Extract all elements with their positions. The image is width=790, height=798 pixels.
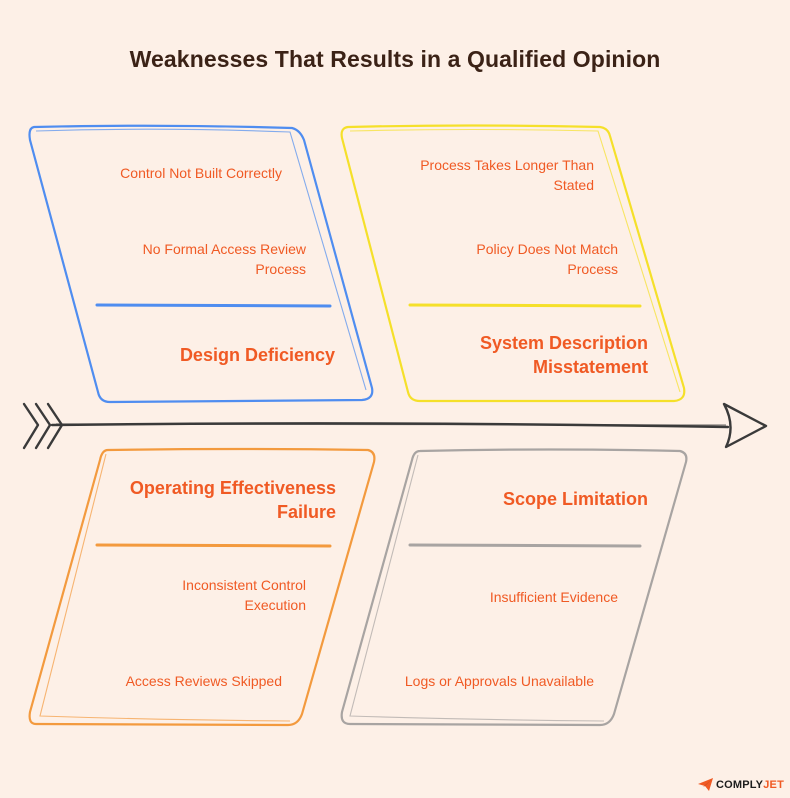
paper-plane-icon [697,778,713,791]
operating-cause-1: Inconsistent Control Execution [182,577,306,613]
tail-chevron-2 [34,402,52,450]
scope-heading: Scope Limitation [502,489,648,509]
operating-heading: Operating Effectiveness Failure [129,478,336,522]
scope-cause-2: Logs or Approvals Unavailable [404,673,594,689]
scope-divider [408,543,642,548]
operating-effectiveness-box [28,447,376,727]
system-divider [408,303,642,308]
scope-limitation-box [340,448,688,727]
operating-divider [95,543,332,548]
scope-cause-1: Insufficient Evidence [489,589,618,605]
system-heading: System Description Misstatement [479,333,648,377]
design-cause-1: Control Not Built Correctly [120,165,282,181]
system-cause-2: Policy Does Not Match Process [476,241,618,277]
logo-text-jet: JET [763,778,784,791]
design-cause-2: No Formal Access Review Process [142,241,306,277]
design-deficiency-box [28,124,374,404]
design-heading: Design Deficiency [179,345,335,365]
tail-chevron-3 [46,402,64,450]
system-description-box [340,124,686,403]
logo-text-comply: COMPLY [715,778,764,791]
diagram-title: Weaknesses That Results in a Qualified O… [129,46,661,72]
design-divider [95,303,332,308]
system-cause-1: Process Takes Longer Than Stated [420,157,594,193]
operating-cause-2: Access Reviews Skipped [125,673,282,689]
fishbone-spine [22,402,768,450]
tail-chevron-1 [22,402,40,450]
spine-arrowhead [722,402,768,449]
